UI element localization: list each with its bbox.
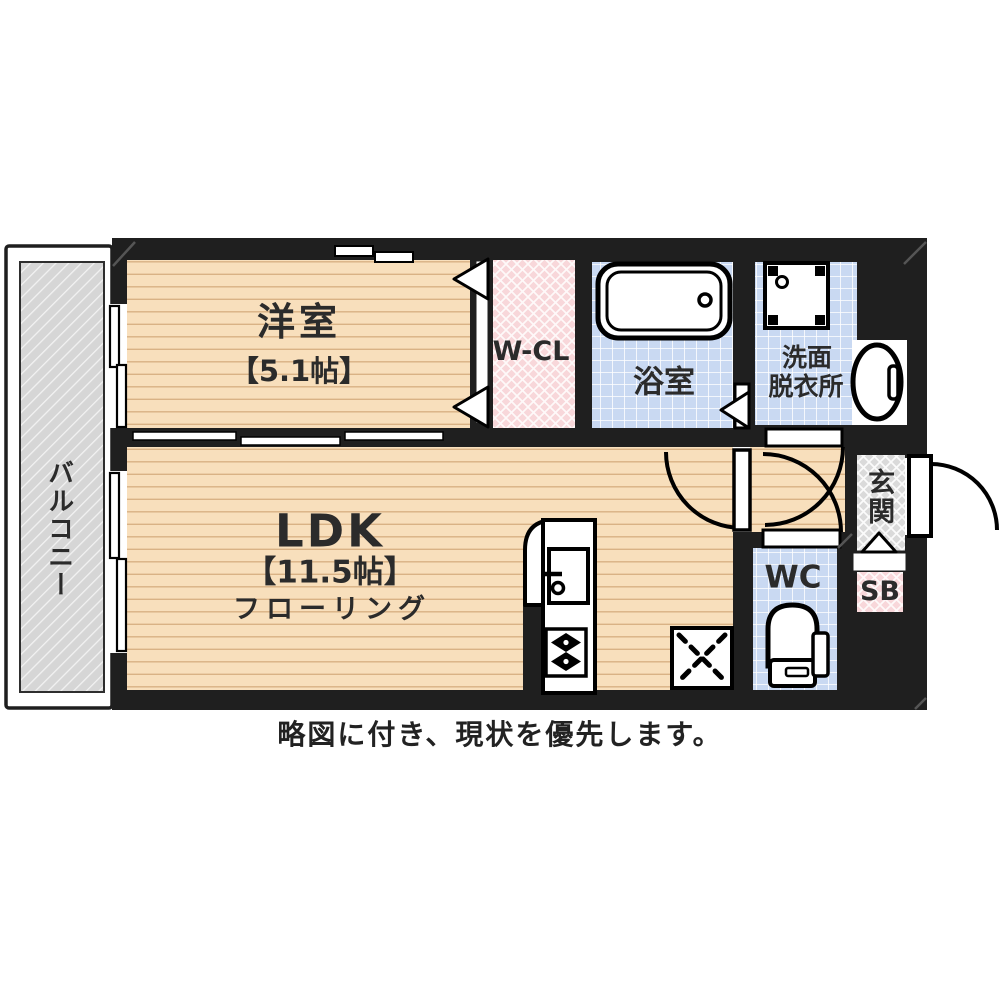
walk-in-closet-floor xyxy=(493,260,575,428)
washroom-label-line1: 洗面 xyxy=(781,342,833,372)
entrance-step xyxy=(850,550,909,574)
wash-basin-icon xyxy=(850,342,904,422)
entrance-step-arrow xyxy=(860,531,898,554)
kitchen-sink-icon xyxy=(543,547,590,605)
bathroom-label: 浴室 xyxy=(633,364,695,401)
ldk-name-label: LDK xyxy=(275,504,385,558)
stove-icon xyxy=(544,627,588,678)
corner-miter-marks xyxy=(112,241,927,710)
bedroom-name-label: 洋室 xyxy=(256,300,342,345)
bedroom-floor xyxy=(127,260,470,428)
closet-folding-door xyxy=(452,257,491,429)
wc-door xyxy=(761,452,843,549)
ldk-door xyxy=(664,448,752,532)
bathroom-folding-door xyxy=(719,382,751,430)
ldk-floor-type-label: フローリング xyxy=(233,593,431,625)
washroom-door xyxy=(764,427,845,527)
balcony-hatch xyxy=(19,261,105,693)
balcony-label: バルコニー xyxy=(43,459,74,599)
entrance-label: 玄関 xyxy=(863,468,895,526)
front-door xyxy=(907,454,999,538)
top-wall-window xyxy=(334,245,414,263)
walk-in-closet-label: W-CL xyxy=(492,335,570,367)
disclaimer-note: 略図に付き、現状を優先します。 xyxy=(277,718,723,751)
bedroom-balcony-window xyxy=(108,304,128,429)
ldk-balcony-window xyxy=(108,471,128,653)
bathtub-icon xyxy=(595,261,733,341)
shoe-box-floor xyxy=(857,572,903,612)
kitchen-counter xyxy=(523,518,597,695)
refrigerator-space-icon xyxy=(670,626,734,690)
bedroom-size-label: 【5.1帖】 xyxy=(229,353,369,388)
washroom-label-line2: 脱衣所 xyxy=(768,371,844,401)
toilet-icon xyxy=(765,602,830,688)
ldk-floor xyxy=(127,447,733,690)
washing-machine-pan-icon xyxy=(763,261,830,330)
balcony xyxy=(4,244,114,710)
shoe-box-label: SB xyxy=(859,575,901,607)
ldk-size-label: 【11.5帖】 xyxy=(245,554,415,591)
sliding-door xyxy=(132,431,444,446)
wc-label: WC xyxy=(764,559,822,596)
